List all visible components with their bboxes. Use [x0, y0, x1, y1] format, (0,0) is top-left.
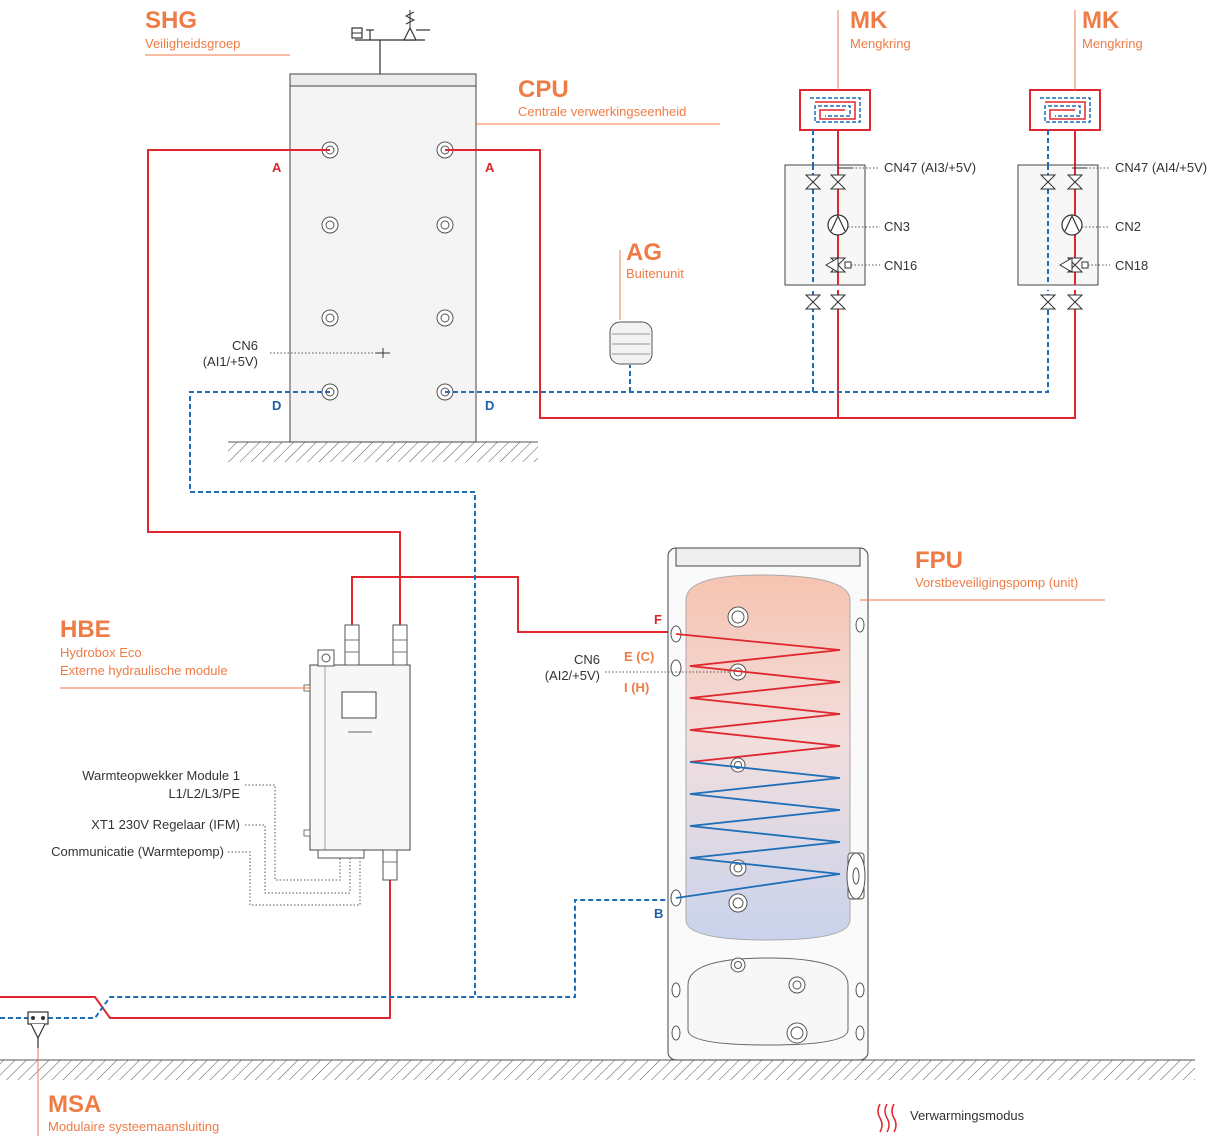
- port-b: B: [654, 906, 663, 921]
- port-a-right: A: [485, 160, 495, 175]
- port-d-left: D: [272, 398, 281, 413]
- cn47-a-label: CN47 (AI3/+5V): [884, 160, 976, 175]
- port-a-left: A: [272, 160, 282, 175]
- port-f: F: [654, 612, 662, 627]
- cn6-cpu-sub: (AI1/+5V): [203, 354, 258, 369]
- fpu-code: FPU: [915, 547, 963, 574]
- port-e: E (C): [624, 649, 654, 664]
- hbe-conn-3: Communicatie (Warmtepomp): [51, 844, 224, 859]
- hbe-desc2: Externe hydraulische module: [60, 663, 228, 678]
- cn16-label: CN16: [884, 258, 917, 273]
- shg-code: SHG: [145, 7, 197, 34]
- port-d-right: D: [485, 398, 494, 413]
- hbe-code: HBE: [60, 616, 111, 643]
- outdoor-unit: [609, 321, 653, 365]
- cn6-cpu-label: CN6: [232, 338, 258, 353]
- shg-desc: Veiligheidsgroep: [145, 36, 240, 51]
- mk2-desc: Mengkring: [1082, 36, 1143, 51]
- cn3-label: CN3: [884, 219, 910, 234]
- port-i: I (H): [624, 680, 649, 695]
- cpu-code: CPU: [518, 76, 569, 103]
- hbe-conn-2: XT1 230V Regelaar (IFM): [91, 817, 240, 832]
- cpu-tank: [289, 73, 477, 443]
- cn2-label: CN2: [1115, 219, 1141, 234]
- cn6-fpu-sub: (AI2/+5V): [545, 668, 600, 683]
- cn47-b-label: CN47 (AI4/+5V): [1115, 160, 1207, 175]
- mk1-desc: Mengkring: [850, 36, 911, 51]
- hbe-conn-1b: L1/L2/L3/PE: [168, 786, 240, 801]
- mixing-circuit-2: [1017, 89, 1101, 310]
- hydrobox-unit: [303, 624, 411, 881]
- msa-code: MSA: [48, 1091, 101, 1118]
- mixing-circuit-1: [784, 89, 871, 310]
- fpu-tank: [667, 547, 869, 1061]
- hbe-desc1: Hydrobox Eco: [60, 645, 142, 660]
- system-connection-fitting: [27, 1011, 49, 1048]
- msa-desc: Modulaire systeemaansluiting: [48, 1119, 219, 1134]
- cn18-label: CN18: [1115, 258, 1148, 273]
- cn6-fpu-label: CN6: [574, 652, 600, 667]
- safety-group: [351, 10, 430, 74]
- legend-heating-mode: Verwarmingsmodus: [910, 1108, 1025, 1123]
- cpu-desc: Centrale verwerkingseenheid: [518, 104, 686, 119]
- ag-code: AG: [626, 239, 662, 266]
- main-floor: [0, 1060, 1195, 1080]
- mk2-code: MK: [1082, 7, 1120, 34]
- mk1-code: MK: [850, 7, 888, 34]
- ag-desc: Buitenunit: [626, 266, 684, 281]
- cpu-floor: [228, 442, 538, 462]
- hbe-conn-1a: Warmteopwekker Module 1: [82, 768, 240, 783]
- fpu-desc: Vorstbeveiligingspomp (unit): [915, 575, 1078, 590]
- heat-waves-icon: [877, 1103, 897, 1133]
